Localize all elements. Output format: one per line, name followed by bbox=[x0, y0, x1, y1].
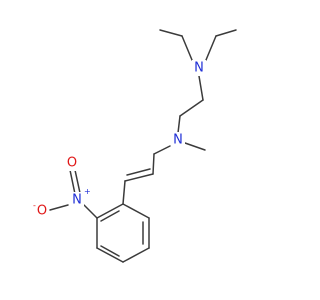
bond bbox=[184, 142, 206, 151]
bond bbox=[74, 169, 81, 194]
diethylamino-nitrogen: N bbox=[192, 60, 206, 76]
bond bbox=[159, 29, 183, 37]
bond bbox=[122, 247, 150, 263]
bonds bbox=[49, 29, 237, 263]
bond bbox=[100, 245, 120, 257]
svg-text:+: + bbox=[84, 187, 91, 196]
bond bbox=[205, 35, 217, 61]
atom-labels: N N N + O O - bbox=[33, 60, 206, 219]
bond bbox=[100, 210, 120, 222]
svg-text:O: O bbox=[37, 204, 47, 219]
svg-text:O: O bbox=[67, 156, 77, 171]
bond bbox=[69, 169, 76, 195]
molecule-structure: N N N + O O - bbox=[33, 29, 237, 263]
bond bbox=[181, 35, 193, 61]
nitro-oxygen-double: O bbox=[65, 155, 79, 171]
bond bbox=[153, 145, 171, 155]
bond bbox=[152, 153, 155, 175]
bond bbox=[122, 203, 150, 219]
bond bbox=[179, 99, 204, 117]
svg-text:N: N bbox=[173, 133, 183, 148]
bond bbox=[96, 203, 124, 219]
bond bbox=[124, 173, 154, 182]
nitro-nitrogen: N + bbox=[70, 187, 91, 208]
bond bbox=[177, 115, 181, 134]
svg-text:N: N bbox=[194, 61, 204, 76]
bond bbox=[83, 204, 98, 219]
bond bbox=[126, 168, 151, 176]
svg-text:-: - bbox=[33, 201, 36, 210]
bond bbox=[198, 75, 204, 101]
methylamino-nitrogen: N bbox=[171, 132, 185, 148]
bond bbox=[215, 29, 237, 37]
bond bbox=[96, 247, 124, 263]
svg-text:N: N bbox=[72, 193, 82, 208]
nitro-oxygen-anion: O - bbox=[33, 201, 49, 219]
bond bbox=[49, 204, 69, 211]
bond bbox=[122, 180, 126, 205]
